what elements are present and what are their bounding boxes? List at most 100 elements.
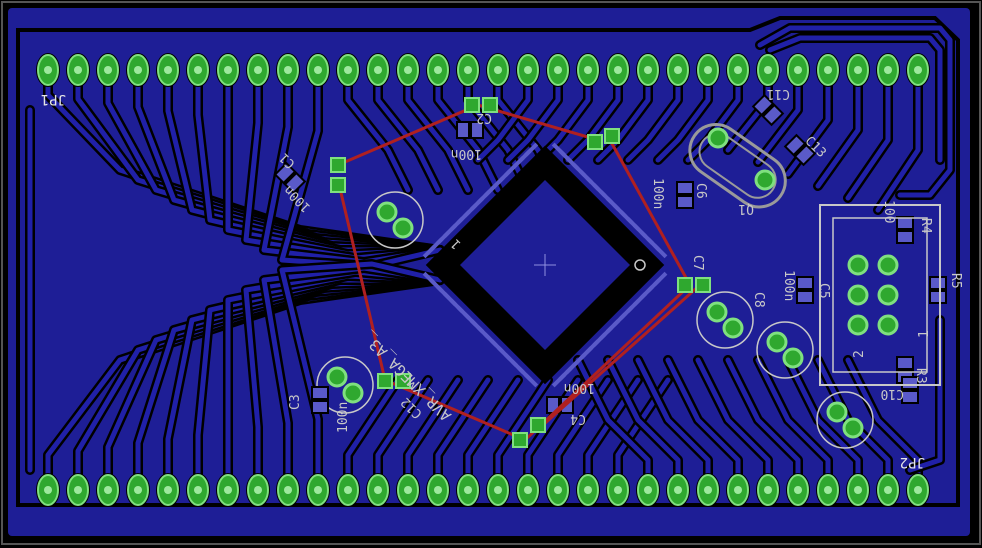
smd-pad [548,398,558,412]
isp-outline [819,204,941,386]
label-jp2: JP2 [900,454,925,470]
cap-pad [342,382,364,404]
header-drill [74,486,82,494]
smd-pad [754,96,772,114]
smd-r4[interactable] [896,216,914,244]
smd-c6[interactable] [676,181,694,209]
header-drill [884,66,892,74]
header-drill [884,486,892,494]
airwire-2 [336,179,692,442]
header-drill [824,66,832,74]
mcu-pin [551,373,566,388]
smd-c3[interactable] [311,386,329,414]
crystal-q1[interactable] [680,114,796,217]
header-jp1[interactable] [36,53,930,87]
smd-pad [313,388,327,398]
header-drill [74,66,82,74]
via-pad [330,177,346,193]
trace [279,67,443,269]
smd-pad [903,392,917,402]
header-drill [584,486,592,494]
header-drill [104,486,112,494]
header-drill [314,66,322,74]
header-drill [104,66,112,74]
cap-c5-round [756,321,814,379]
header-drill [674,486,682,494]
label-c5: C5 [816,283,831,299]
cap-c1-round [366,191,424,249]
trace [405,377,461,491]
via-pad [604,128,620,144]
smd-pad [276,164,294,182]
header-drill [224,486,232,494]
header-drill [464,486,472,494]
label-c4-val: 100n [564,380,595,395]
label-c2-val: 100n [451,146,482,161]
smd-c2[interactable] [456,121,484,139]
header-drill [284,66,292,74]
header-drill [854,66,862,74]
smd-r5[interactable] [929,276,947,304]
header-drill [524,66,532,74]
cap-c3-round [316,356,374,414]
label-c6: C6 [693,183,708,199]
header-drill [614,66,622,74]
via-pad [512,432,528,448]
header-drill [404,66,412,74]
smd-pad [798,278,812,288]
crystal-pad-2 [754,169,776,191]
header-drill [674,66,682,74]
header-drill [794,66,802,74]
round-caps[interactable] [316,191,874,449]
mcu-chip[interactable] [422,142,668,388]
smd-pad [786,136,804,154]
smd-c1[interactable] [273,161,307,195]
header-drill [764,486,772,494]
isp-pin [877,314,899,336]
airwire-3 [608,139,692,286]
label-c5-val: 100n [781,270,796,301]
isp-connector[interactable] [819,204,941,386]
header-drill [494,66,502,74]
smd-pad [678,183,692,193]
smd-pad [898,358,912,368]
smd-c11[interactable] [751,93,785,127]
header-drill [344,486,352,494]
label-c6-val: 100n [650,178,665,209]
label-r5: R5 [948,273,963,289]
header-drill [254,486,262,494]
smd-pad [286,174,304,192]
trace [465,377,521,491]
label-val-100: 100 [881,200,896,223]
header-drill [284,486,292,494]
label-c2: C2 [476,110,492,125]
mcu-pin [422,271,437,286]
cap-c8-round [696,291,754,349]
cap-c10-round [816,391,874,449]
header-drill [794,486,802,494]
smd-pad [931,278,945,288]
cap-pad [782,347,804,369]
smd-pad [764,106,782,124]
isp-pin [847,314,869,336]
trace [345,377,401,491]
smd-c5-smd[interactable] [796,276,814,304]
trace [815,67,861,189]
airwire-4 [542,283,701,427]
smd-pad [796,146,814,164]
header-jp2[interactable] [36,473,930,507]
smd-pad [472,123,482,137]
cap-pad [826,401,848,423]
via-pad [530,417,546,433]
header-drill [644,66,652,74]
label-r4: R4 [918,218,933,234]
header-drill [224,66,232,74]
pad-pairs [330,97,711,448]
header-drill [164,486,172,494]
smd-c13[interactable] [783,133,817,167]
crystal-outline [688,123,787,209]
via-pad [395,373,411,389]
header-drill [734,486,742,494]
